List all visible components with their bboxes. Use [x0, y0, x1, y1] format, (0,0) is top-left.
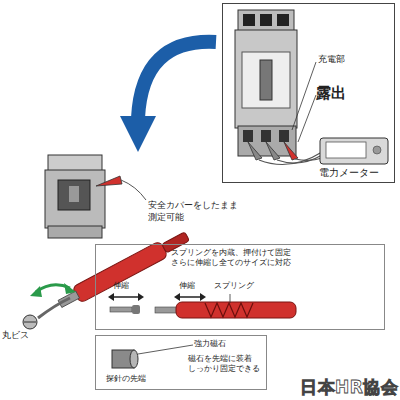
leader-line [298, 95, 316, 142]
arrow-head [108, 293, 114, 301]
meter-screen [326, 142, 366, 158]
round-screw [23, 315, 37, 329]
power-meter [320, 138, 388, 164]
part-label: 伸縮 [113, 281, 129, 291]
watermark: 日本HR協会 [300, 376, 398, 398]
arrow-head [30, 286, 42, 297]
probe-body [72, 241, 169, 304]
test-clip [248, 142, 262, 160]
part-label: 電力メーター [319, 166, 379, 179]
leader-line [230, 294, 231, 303]
arrow-head [138, 293, 144, 301]
part-label: 伸縮 [179, 281, 195, 291]
live-terminal [279, 130, 289, 142]
detail-box: 強力磁石磁石を先端に装着 しっかり固定できる探針の先端 [95, 335, 267, 390]
breaker-switch [69, 186, 79, 202]
meter-wire [277, 155, 322, 163]
breaker-body [45, 170, 105, 228]
detail-box: スプリングを内蔵、押付けて固定 さらに伸縮し全てのサイズに対応伸縮 伸縮 スプリング [95, 244, 385, 330]
test-clip [266, 142, 280, 160]
spring-coil [205, 303, 253, 317]
probe-group [56, 228, 192, 311]
probe-tip [110, 307, 132, 312]
breaker-body [235, 30, 297, 128]
part-label: 充電部 [318, 54, 345, 66]
stretch-arrow [112, 296, 140, 298]
part-label: 探針の先端 [106, 374, 146, 384]
magnet-face [130, 350, 138, 368]
leader-line [292, 62, 316, 130]
live-terminal [261, 130, 271, 142]
flow-arrow [138, 42, 216, 118]
probe-body [176, 302, 296, 318]
arrow-head [64, 283, 76, 294]
arrow-head [120, 116, 156, 152]
note-text: 磁石を先端に装着 しっかり固定できる [188, 354, 264, 374]
meter-wire [295, 158, 322, 160]
leader-line [121, 180, 146, 200]
inset-box: 充電部露出電力メーター [222, 3, 395, 183]
arrow-head [200, 293, 206, 301]
part-label: 強力磁石 [194, 339, 226, 349]
test-clip [284, 142, 298, 160]
breaker-bottom [48, 226, 102, 238]
terminal-block [238, 10, 294, 32]
safety-cover [58, 180, 90, 210]
probe-tip-end [132, 305, 140, 314]
note-text: スプリングを内蔵、押付けて固定 さらに伸縮し全てのサイズに対応 [171, 248, 307, 269]
arrow-head [174, 293, 180, 301]
live-terminal [243, 130, 253, 142]
part-label: スプリング [214, 281, 254, 291]
terminal-screw [243, 14, 255, 26]
breaker-panel [242, 52, 290, 108]
emphasis-label: 露出 [316, 84, 346, 104]
terminal-screw [260, 14, 272, 26]
exposed-terminals [238, 126, 296, 156]
meter-knob [373, 146, 381, 154]
probe-tip [155, 307, 177, 313]
breaker-handle [260, 60, 272, 100]
terminal-screw [277, 14, 289, 26]
stretch-arrow [178, 296, 202, 298]
leader-line [138, 345, 193, 354]
screw-slot [24, 322, 36, 323]
meter-wire [259, 152, 322, 165]
part-label: 丸ビス [2, 330, 29, 342]
red-probe-clip [96, 176, 122, 186]
note-text: 安全カバーをしたまま 測定可能 [148, 200, 244, 223]
probe-cable [38, 298, 70, 318]
